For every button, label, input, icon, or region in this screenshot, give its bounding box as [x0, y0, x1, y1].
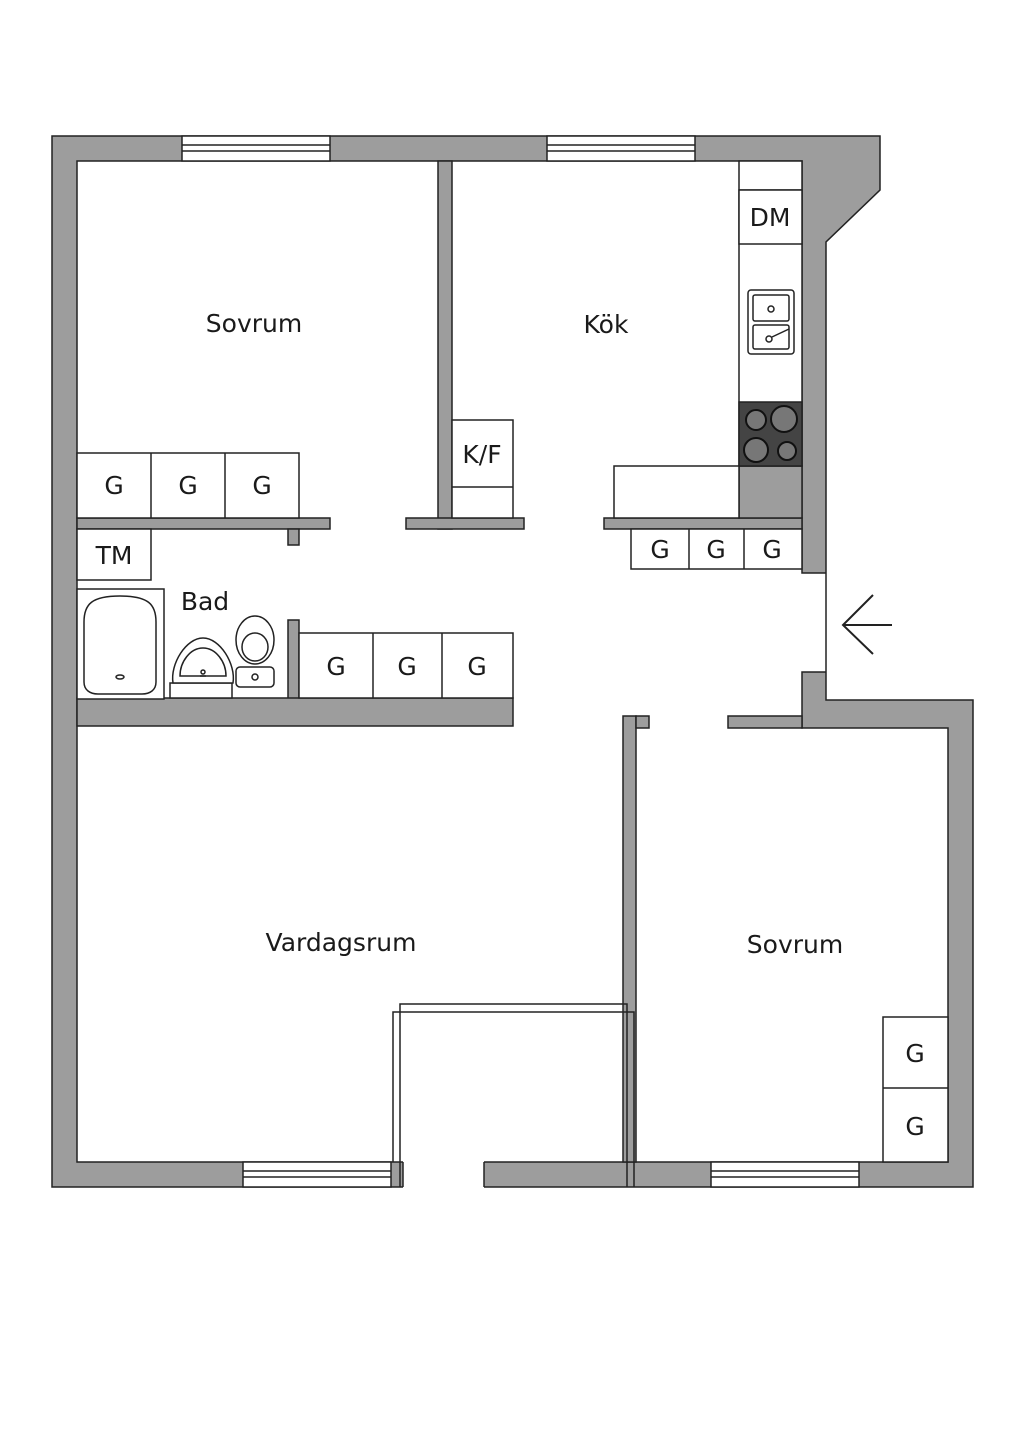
- room-label-kitchen: Kök: [584, 310, 629, 339]
- wardrobes-hall-top: G G G: [630, 528, 803, 570]
- wall-bed-bottom-right: [405, 517, 525, 530]
- wall-bed2-top: [727, 715, 803, 729]
- wall-bed-bottom-left: [76, 517, 331, 530]
- wall-bath-right: [287, 619, 300, 701]
- wall-bath-bottom: [76, 697, 514, 727]
- wardrobes-bedroom-1: G G G: [76, 452, 300, 519]
- wall-kitchen-counter-fill: [738, 465, 803, 519]
- kitchen-counter: DM: [613, 160, 803, 519]
- stove-icon: [738, 401, 803, 467]
- window-bottom-bedroom: [710, 1161, 860, 1188]
- wardrobe-label: G: [905, 1039, 924, 1068]
- room-label-living-room: Vardagsrum: [266, 928, 417, 957]
- wall-bed-kitchen: [437, 160, 453, 530]
- drying-cabinet: TM: [76, 528, 152, 581]
- washbasin-icon: [169, 637, 235, 699]
- dishwasher-label: DM: [750, 203, 791, 232]
- room-label-bedroom-2: Sovrum: [747, 930, 843, 959]
- room-label-bathroom: Bad: [181, 587, 229, 616]
- toilet-icon: [235, 615, 275, 688]
- wardrobes-bedroom-2: G G: [882, 1016, 949, 1163]
- balcony: [392, 1003, 635, 1188]
- arrow-left-icon: [841, 594, 892, 655]
- fridge-freezer-label: K/F: [462, 440, 501, 469]
- fridge-freezer: K/F: [451, 419, 514, 519]
- window-top-left: [181, 135, 331, 162]
- room-label-bedroom-1: Sovrum: [206, 309, 302, 338]
- wall-kitchen-bottom: [603, 517, 803, 530]
- wardrobe-label: G: [467, 652, 486, 681]
- wardrobes-hall-bottom: G G G: [298, 632, 514, 699]
- wall-living-stub: [635, 715, 650, 729]
- wardrobe-label: G: [178, 471, 197, 500]
- wardrobe-label: G: [650, 535, 669, 564]
- drying-cabinet-label: TM: [95, 541, 133, 570]
- sink-icon: [747, 289, 795, 355]
- bathtub-icon: [76, 588, 165, 700]
- wardrobe-label: G: [905, 1112, 924, 1141]
- wall-stub: [287, 528, 300, 546]
- window-top-kitchen: [546, 135, 696, 162]
- windows: [181, 135, 860, 1188]
- wardrobe-label: G: [762, 535, 781, 564]
- kitchen-lower-counter: [613, 465, 740, 519]
- wardrobe-label: G: [252, 471, 271, 500]
- wardrobe-label: G: [397, 652, 416, 681]
- wardrobe-label: G: [326, 652, 345, 681]
- wardrobe-label: G: [706, 535, 725, 564]
- dishwasher: [738, 189, 803, 245]
- wardrobe-label: G: [104, 471, 123, 500]
- window-bottom-living: [242, 1161, 392, 1188]
